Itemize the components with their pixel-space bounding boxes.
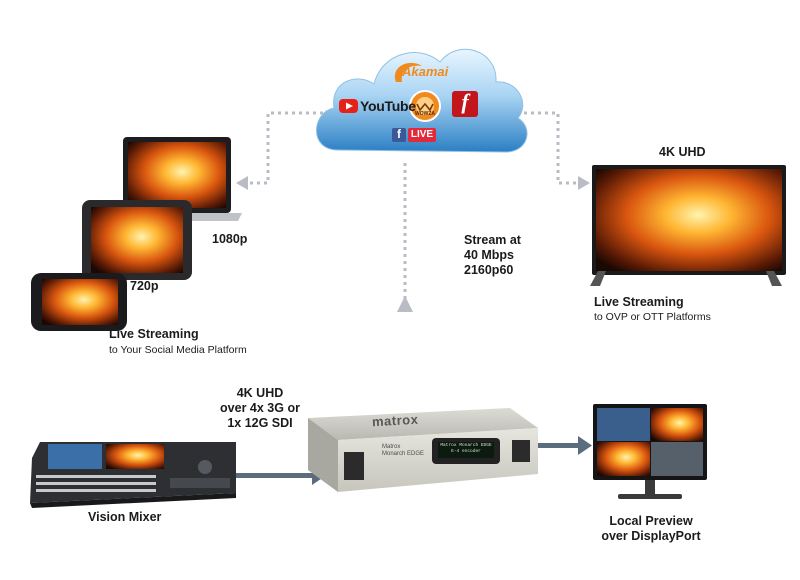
sdi-line-1: 4K UHD (236, 386, 284, 400)
dotted-connectors (248, 111, 578, 300)
encoder-lcd: Matrox Monarch EDGE E-4 encoder (438, 443, 494, 455)
cloud (316, 48, 528, 153)
tv (590, 165, 786, 286)
encoder-lcd-line-2: E-4 encoder (451, 449, 481, 454)
arrowhead-to-tv (578, 176, 590, 190)
stream-rate-label: Stream at 40 Mbps 2160p60 (464, 233, 521, 278)
encoder-box (308, 408, 538, 492)
sdi-line-3: 1x 12G SDI (227, 416, 293, 430)
stream-line-2: 40 Mbps (464, 248, 515, 262)
sdi-line-2: over 4x 3G or (220, 401, 300, 415)
encoder-lcd-line-1: Matrox Monarch EDGE (440, 443, 492, 448)
local-preview-label: Local Preview over DisplayPort (590, 514, 712, 544)
connector-cloud-to-tv (510, 111, 578, 185)
akamai-text: Akamai (402, 64, 449, 79)
arrow-encoder-to-preview-shaft (538, 443, 580, 448)
flash-logo (452, 91, 478, 117)
wowza-text: WOWZA (415, 111, 435, 117)
sdi-input-label: 4K UHD over 4x 3G or 1x 12G SDI (214, 386, 306, 431)
connector-cloud-to-devices (248, 111, 330, 185)
youtube-text: YouTube (360, 98, 416, 114)
flash-icon: f (461, 89, 469, 114)
encoder-model: Matrox Monarch EDGE (382, 444, 424, 458)
phone (31, 273, 127, 331)
facebook-logo (392, 128, 406, 142)
social-streaming-subtitle: to Your Social Media Platform (109, 344, 247, 356)
ott-streaming-title: Live Streaming (594, 295, 684, 309)
arrow-mixer-to-encoder-shaft (236, 473, 314, 478)
encoder-model-line-2: Monarch EDGE (382, 451, 425, 457)
social-streaming-title: Live Streaming (109, 327, 199, 341)
live-badge (408, 128, 436, 142)
vision-mixer (30, 442, 236, 508)
arrowhead-up-to-cloud (397, 296, 413, 312)
facebook-icon: f (397, 127, 401, 141)
vision-mixer-label: Vision Mixer (88, 510, 162, 524)
preview-line-2: over DisplayPort (601, 529, 701, 543)
encoder-model-line-1: Matrox (382, 444, 401, 450)
laptop-resolution-label: 1080p (212, 232, 248, 246)
facebook-live-text: LIVE (410, 129, 434, 140)
encoder-brand: matrox (371, 411, 419, 430)
arrow-encoder-to-preview-head (578, 436, 592, 455)
ott-streaming-subtitle: to OVP or OTT Platforms (594, 311, 711, 323)
tablet (82, 200, 192, 280)
stream-line-3: 2160p60 (464, 263, 514, 277)
arrowhead-to-devices (236, 176, 248, 190)
akamai-swoosh-icon (394, 62, 422, 82)
tablet-resolution-label: 720p (130, 279, 159, 293)
stream-line-1: Stream at (464, 233, 521, 247)
preview-line-1: Local Preview (609, 514, 693, 528)
youtube-logo (339, 99, 358, 113)
wowza-logo (409, 90, 441, 122)
preview-monitor (593, 404, 707, 499)
tv-title: 4K UHD (659, 145, 706, 159)
